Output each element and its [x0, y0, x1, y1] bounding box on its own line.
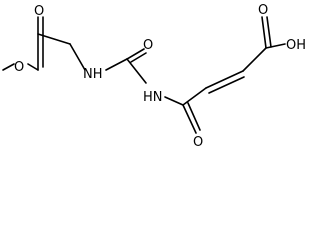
atom-label-glycine-nh: NH — [83, 67, 103, 82]
atom-label-methoxy-oxygen: O — [14, 60, 24, 75]
ch2-nh-bond — [69, 43, 86, 71]
atom-label-acid-hydroxyl: OH — [286, 38, 306, 53]
atom-label-amide-oxygen: O — [193, 135, 203, 150]
urea-carbonyl-bond-1 — [126, 48, 145, 60]
nh-urea-bond — [105, 58, 128, 71]
alkene-bond-2 — [208, 76, 245, 94]
acid-carbonyl-bond-1 — [261, 16, 267, 49]
alkene-acid-bond — [242, 47, 267, 72]
acid-carbonyl-bond-2 — [266, 16, 272, 48]
atom-label-ester-carbonyl-oxygen: O — [34, 4, 44, 19]
atom-label-acid-carbonyl-oxygen: O — [258, 3, 268, 18]
urea-imide-bond — [126, 58, 147, 84]
atom-label-imide-nh: HN — [143, 90, 163, 105]
ester-ch2-bond — [37, 33, 71, 45]
acid-oh-bond — [265, 43, 286, 49]
alkene-bond-1 — [205, 70, 244, 89]
atom-label-urea-oxygen: O — [143, 38, 153, 53]
ester-o-bond — [27, 63, 39, 71]
amide-carbonyl-bond-1 — [182, 104, 197, 134]
chemical-structure-diagram: O O NH O HN O O OH — [2, 3, 306, 150]
imide-amide-bond — [164, 96, 184, 106]
methyl-bond — [2, 63, 15, 71]
amide-alkene-bond — [182, 87, 207, 106]
urea-carbonyl-bond-2 — [130, 52, 147, 63]
amide-carbonyl-bond-2 — [187, 102, 201, 131]
